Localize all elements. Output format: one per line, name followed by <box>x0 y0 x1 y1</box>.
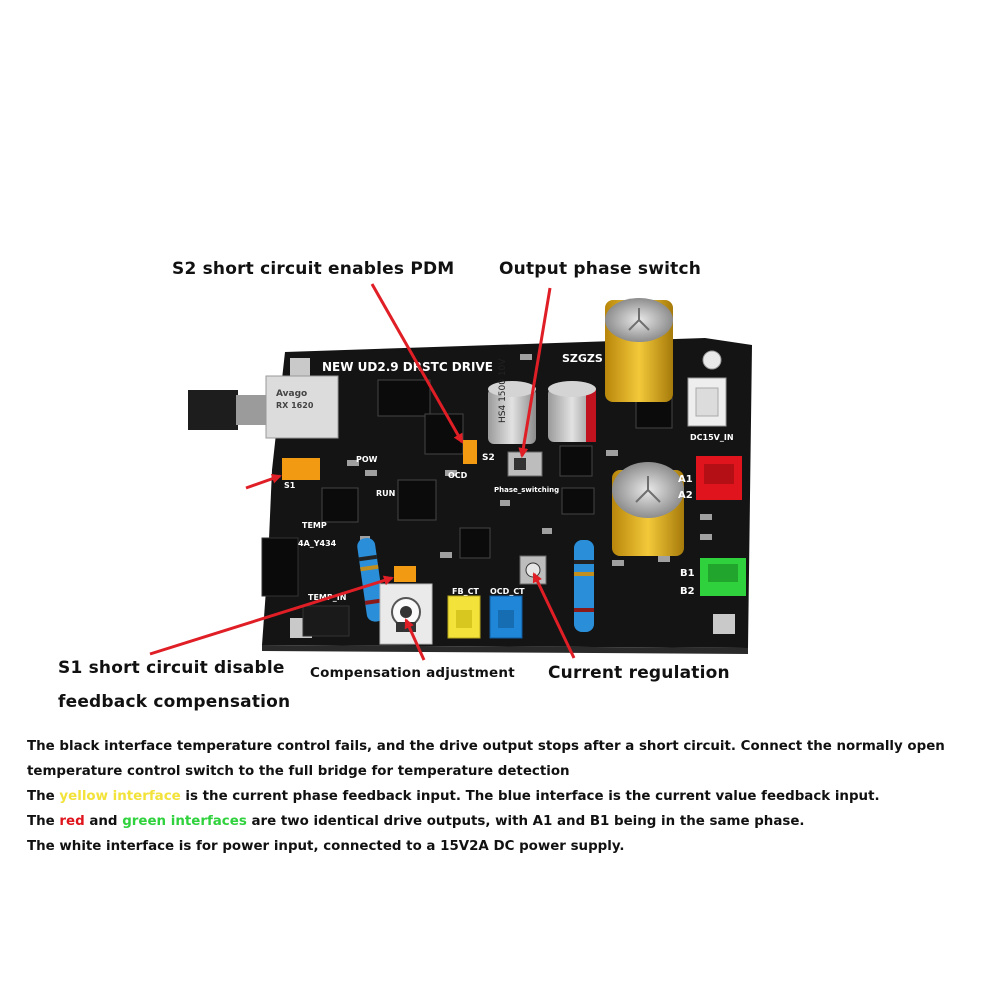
capacitor-stripe <box>586 388 596 442</box>
description-line-2: temperature control switch to the full b… <box>27 764 570 779</box>
jumper-s2 <box>463 440 477 464</box>
jumper-feedback <box>394 566 416 582</box>
silk-fb-ct: FB_CT <box>452 587 479 596</box>
capacitor-top <box>548 381 596 397</box>
arrow-current-regulation <box>532 572 576 659</box>
capacitor <box>548 388 596 442</box>
silk-run: RUN <box>376 489 395 498</box>
silk-ocd: OCD <box>448 471 468 480</box>
ic-chip <box>559 445 593 477</box>
line4-pre: The <box>27 814 60 829</box>
silk-s2: S2 <box>482 453 495 463</box>
silk-ocd-ct: OCD_CT <box>490 587 525 596</box>
callout-s1-line2: feedback compensation <box>58 692 291 712</box>
arrow-s1-feedback <box>149 575 394 656</box>
capacitor-top <box>488 381 536 397</box>
capacitor <box>488 388 536 444</box>
line4-mid: and <box>84 814 123 829</box>
description: The black interface temperature control … <box>27 734 987 859</box>
fiber-receiver-plug <box>236 395 266 425</box>
line3-yellow: yellow interface <box>59 789 181 804</box>
silk-b2: B2 <box>680 586 695 597</box>
callout-compensation: Compensation adjustment <box>310 665 515 681</box>
description-line-5: The white interface is for power input, … <box>27 839 625 854</box>
description-line-3: The yellow interface is the current phas… <box>27 784 987 809</box>
ic-chip <box>459 527 491 559</box>
arrow-s1-top <box>245 473 282 490</box>
line4-green: green interfaces <box>122 814 247 829</box>
mount-hole <box>290 358 310 376</box>
silk-a2: A2 <box>678 490 693 501</box>
description-line-4: The red and green interfaces are two ide… <box>27 809 987 834</box>
callout-s2: S2 short circuit enables PDM <box>172 259 455 279</box>
silk-dc-in: DC15V_IN <box>690 433 734 442</box>
temp-connector <box>261 537 299 597</box>
mount-hole <box>713 614 735 634</box>
silk-temp: TEMP <box>302 521 327 530</box>
cap1-mark: HS4 1500 10V <box>498 358 508 423</box>
silk-s1: S1 <box>284 481 296 490</box>
temp-connector <box>302 605 350 637</box>
ic-chip <box>561 487 595 515</box>
line4-post: are two identical drive outputs, with A1… <box>246 814 805 829</box>
pcb-edge <box>262 645 748 654</box>
ic-chip <box>377 379 431 417</box>
svg-text:Avago: Avago <box>276 389 307 399</box>
arrow-compensation <box>404 618 426 661</box>
resistor <box>357 538 385 622</box>
line3-pre: The <box>27 789 60 804</box>
arrow-output-phase <box>518 287 552 458</box>
silk-a1: A1 <box>678 474 693 485</box>
line4-red: red <box>59 814 85 829</box>
callout-arrows <box>149 283 576 661</box>
description-line-1: The black interface temperature control … <box>27 739 945 754</box>
svg-text:RX 1620: RX 1620 <box>276 401 314 410</box>
fiber-receiver <box>265 375 339 439</box>
callout-current-regulation: Current regulation <box>548 663 730 683</box>
callout-output-phase: Output phase switch <box>499 259 702 279</box>
callout-s1-line1: S1 short circuit disable <box>58 658 285 678</box>
ic-chip <box>321 487 359 523</box>
silk-part-code: 4A_Y434 <box>298 539 337 548</box>
ic-chip <box>397 479 437 521</box>
jumper-s1-top <box>282 458 320 480</box>
arrow-s2 <box>370 283 464 444</box>
board-brand-silk: SZGZS <box>562 352 603 365</box>
silk-b1: B1 <box>680 568 695 579</box>
silk-pow: POW <box>356 455 378 464</box>
board-title-silk: NEW UD2.9 DRSTC DRIVE <box>322 360 493 374</box>
line3-post: is the current phase feedback input. The… <box>180 789 880 804</box>
dc-adjust-pot <box>702 350 722 370</box>
resistor <box>574 540 594 632</box>
silk-phase-switching: Phase_switching <box>494 486 559 494</box>
fiber-receiver-plug <box>188 390 238 430</box>
